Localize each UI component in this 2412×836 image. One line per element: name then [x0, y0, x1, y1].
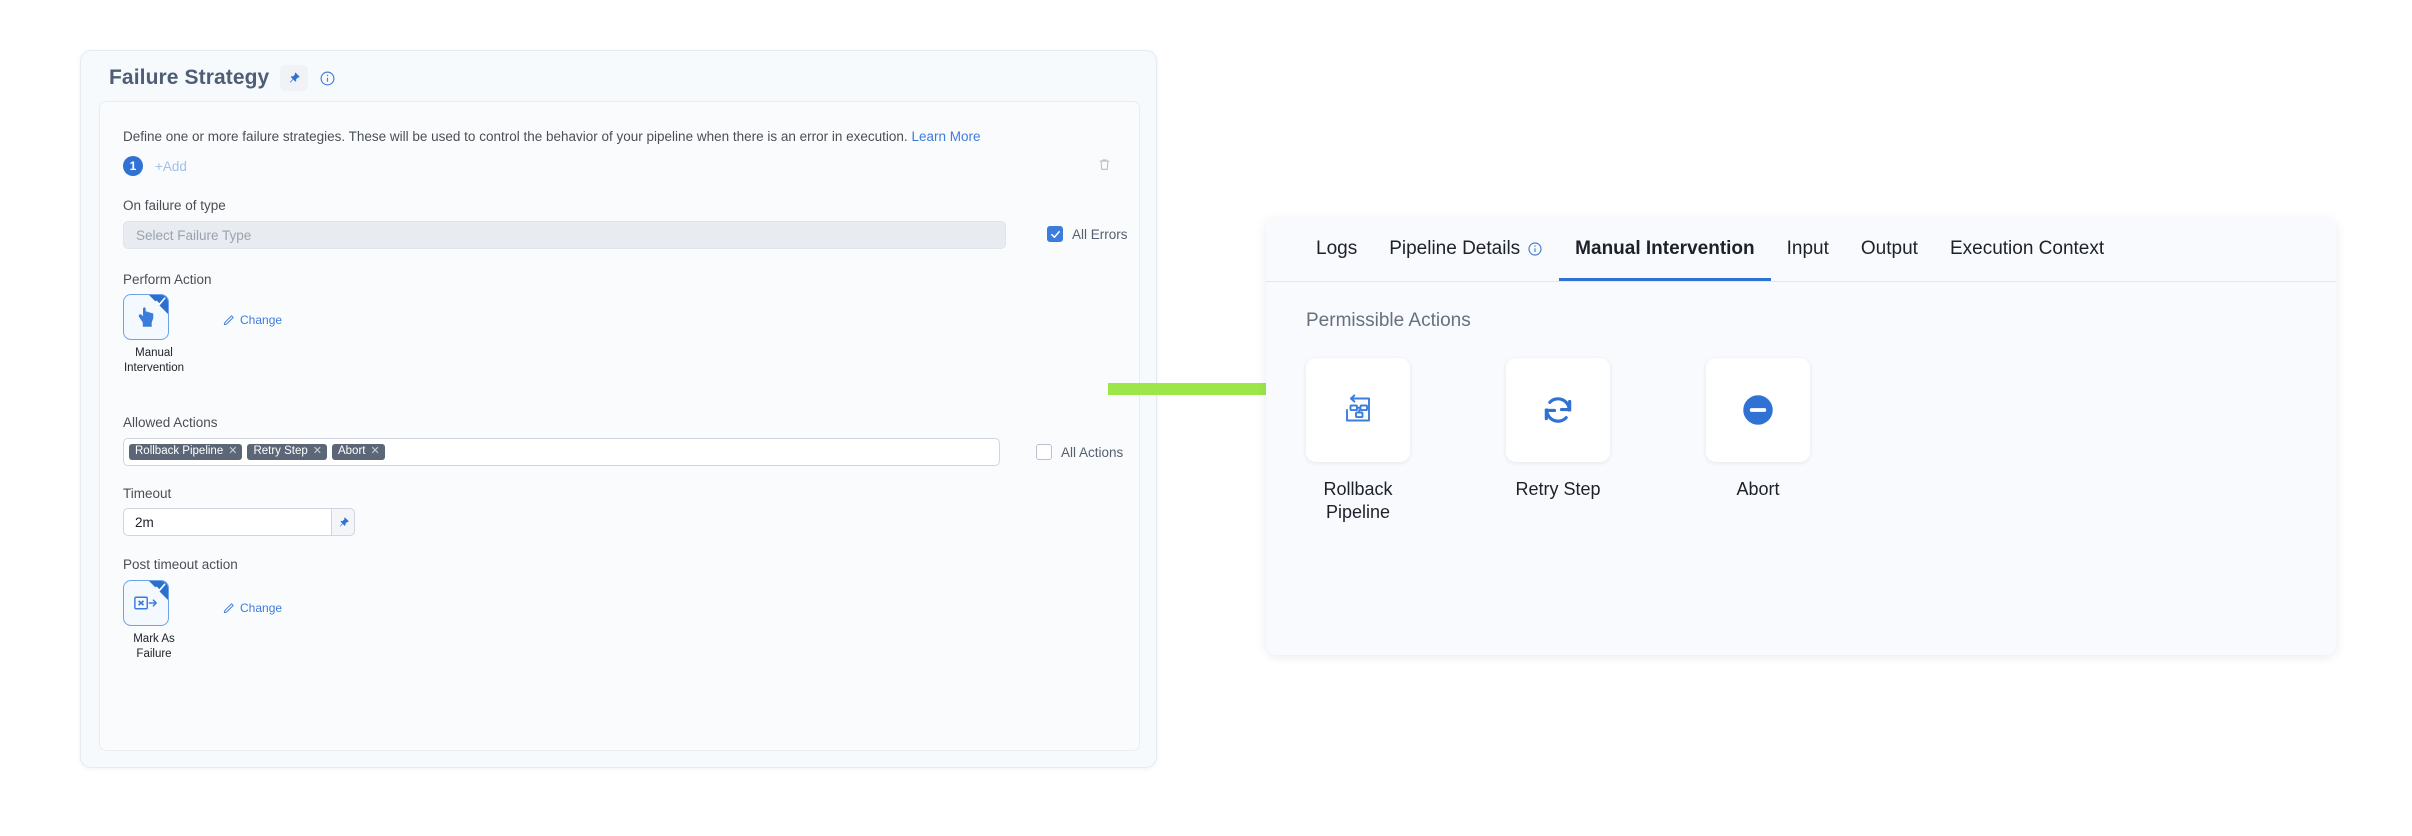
info-circle-icon[interactable] — [1527, 241, 1543, 257]
description-text: Define one or more failure strategies. T… — [123, 129, 981, 144]
info-glyph — [320, 71, 335, 85]
tab-label: Pipeline Details — [1389, 238, 1521, 259]
hand-pointer-icon — [138, 307, 154, 327]
strategy-add-row: 1 +Add — [123, 156, 187, 176]
action-card[interactable] — [1506, 358, 1610, 462]
action-card[interactable] — [1306, 358, 1410, 462]
tab-label: Output — [1860, 238, 1918, 259]
all-errors-label: All Errors — [1072, 226, 1128, 242]
tab-label: Manual Intervention — [1575, 238, 1755, 259]
selected-check-icon — [155, 297, 166, 306]
post-timeout-change-label: Change — [240, 601, 283, 615]
close-x-icon[interactable]: ✕ — [370, 445, 380, 458]
perform-action-tile-caption: Manual Intervention — [123, 347, 185, 374]
tab-execution-context[interactable]: Execution Context — [1934, 218, 2120, 281]
perform-action-tile[interactable] — [123, 294, 169, 340]
trash-glyph — [1099, 159, 1110, 170]
retry-refresh-icon — [1544, 397, 1572, 423]
tag-chip[interactable]: Rollback Pipeline ✕ — [129, 444, 243, 460]
tab-manual-intervention[interactable]: Manual Intervention — [1559, 218, 1772, 281]
pin-glyph — [290, 72, 300, 83]
allowed-actions-input[interactable]: Rollback Pipeline ✕ Retry Step ✕ Abort ✕ — [123, 438, 1000, 466]
tag-chip[interactable]: Retry Step ✕ — [247, 444, 327, 460]
add-strategy-button[interactable]: +Add — [155, 158, 187, 174]
trash-icon[interactable] — [1097, 156, 1115, 176]
permissible-actions-title: Permissible Actions — [1306, 310, 1471, 331]
perform-action-tile-wrap: Manual Intervention — [123, 294, 185, 375]
all-actions-checkbox-group[interactable]: All Actions — [1036, 444, 1123, 460]
info-circle-icon[interactable] — [319, 70, 336, 87]
tag-label: Rollback Pipeline — [135, 445, 224, 457]
perform-action-change-label: Change — [240, 313, 283, 327]
action-label: Retry Step — [1515, 479, 1601, 499]
permissible-actions-grid: Rollback Pipeline Retry Step — [1300, 358, 2302, 524]
mark-as-failure-icon — [134, 596, 157, 610]
action-rollback-pipeline[interactable]: Rollback Pipeline — [1306, 358, 1410, 524]
tab-label: Input — [1786, 238, 1829, 259]
failure-strategy-header: Failure Strategy — [109, 65, 336, 91]
description-copy: Define one or more failure strategies. T… — [123, 129, 908, 144]
arrow-glyph — [1108, 373, 1326, 405]
post-timeout-tile-wrap: Mark As Failure — [123, 580, 185, 661]
action-label: Abort — [1736, 479, 1780, 499]
post-timeout-action-label: Post timeout action — [123, 557, 238, 572]
timeout-field: 2m — [123, 508, 355, 536]
all-actions-label: All Actions — [1061, 444, 1124, 460]
perform-action-label: Perform Action — [123, 272, 212, 287]
action-label: Rollback Pipeline — [1323, 479, 1393, 522]
timeout-input[interactable]: 2m — [123, 508, 331, 536]
allowed-actions-label: Allowed Actions — [123, 415, 218, 430]
abort-minus-circle-icon — [1743, 395, 1773, 425]
check-icon — [1050, 230, 1060, 238]
action-abort[interactable]: Abort — [1706, 358, 1810, 524]
post-timeout-tile[interactable] — [123, 580, 169, 626]
details-tab-bar: Logs Pipeline Details Manual Interventio… — [1266, 218, 2336, 282]
pencil-icon — [223, 602, 234, 613]
all-actions-checkbox[interactable] — [1036, 444, 1052, 460]
post-timeout-tile-caption: Mark As Failure — [133, 633, 175, 660]
action-card[interactable] — [1706, 358, 1810, 462]
action-retry-step[interactable]: Retry Step — [1506, 358, 1610, 524]
close-x-icon[interactable]: ✕ — [228, 445, 238, 458]
tag-label: Retry Step — [253, 445, 308, 457]
all-errors-checkbox-group[interactable]: All Errors — [1047, 226, 1128, 242]
failure-strategy-body: Define one or more failure strategies. T… — [99, 101, 1140, 751]
strategy-index-badge[interactable]: 1 — [123, 156, 143, 176]
tab-input[interactable]: Input — [1771, 218, 1845, 281]
rollback-pipeline-icon — [1346, 394, 1370, 422]
failure-type-placeholder: Select Failure Type — [136, 227, 252, 243]
tab-label: Execution Context — [1949, 238, 2105, 259]
tag-label: Abort — [337, 445, 366, 457]
tab-logs[interactable]: Logs — [1300, 218, 1373, 281]
tab-pipeline-details[interactable]: Pipeline Details — [1373, 218, 1559, 281]
timeout-label: Timeout — [123, 486, 172, 501]
post-timeout-change-button[interactable]: Change — [222, 601, 282, 615]
timeout-pin-icon[interactable] — [331, 508, 355, 536]
selected-check-icon — [155, 583, 166, 592]
execution-details-panel: Logs Pipeline Details Manual Interventio… — [1266, 218, 2336, 655]
perform-action-change-button[interactable]: Change — [222, 313, 282, 327]
pencil-icon — [223, 314, 234, 325]
learn-more-link[interactable]: Learn More — [911, 129, 981, 144]
manual-intervention-body: Permissible Actions Rollback Pipel — [1266, 282, 2336, 524]
failure-strategy-card: Failure Strategy Define one or more fail… — [80, 50, 1157, 768]
pin-icon[interactable] — [280, 65, 309, 91]
all-errors-checkbox[interactable] — [1047, 226, 1063, 242]
pin-glyph — [339, 516, 349, 527]
close-x-icon[interactable]: ✕ — [312, 445, 322, 458]
tab-label: Logs — [1316, 238, 1358, 259]
on-failure-label: On failure of type — [123, 198, 226, 213]
green-right-arrow — [1108, 370, 1326, 413]
tag-chip[interactable]: Abort ✕ — [331, 444, 385, 460]
page-title: Failure Strategy — [109, 66, 270, 89]
failure-type-select[interactable]: Select Failure Type — [123, 221, 1006, 249]
tab-output[interactable]: Output — [1845, 218, 1934, 281]
